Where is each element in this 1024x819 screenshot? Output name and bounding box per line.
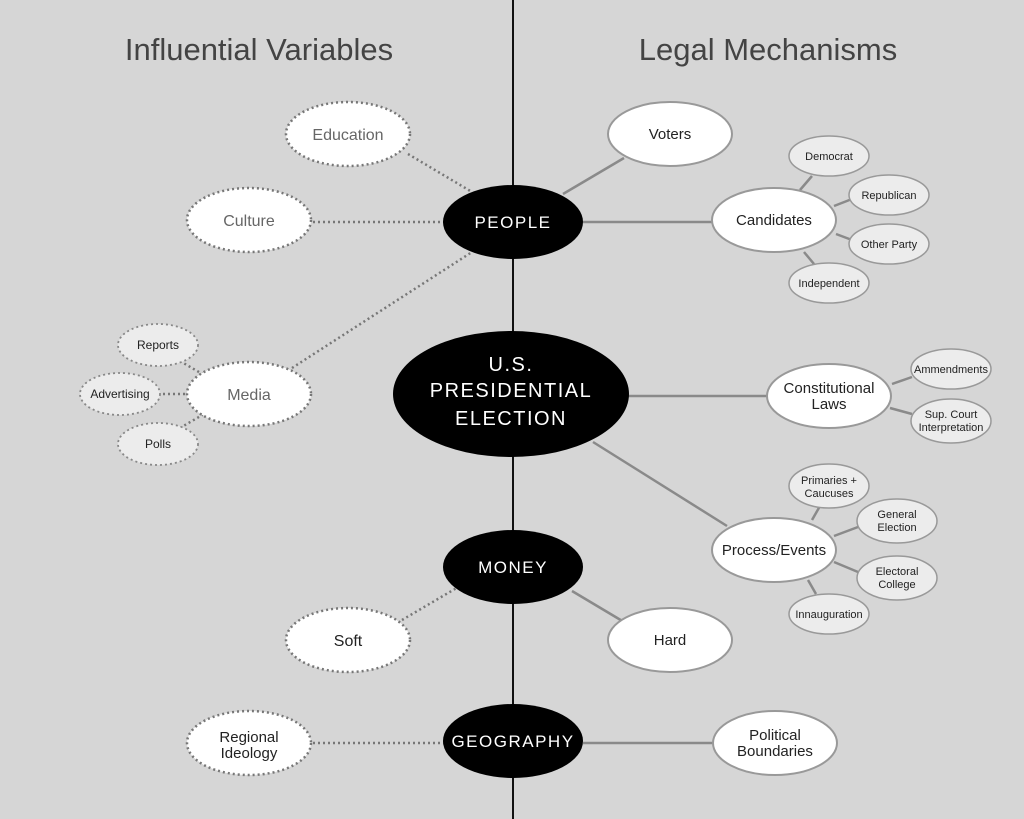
node-constitutional-laws-line-1: Constitutional [784,380,875,397]
node-democrat: Democrat [788,135,870,177]
node-sup-court-line-1: Sup. Court [925,409,978,421]
node-other-party: Other Party [848,223,930,265]
hub-people: PEOPLE [443,185,583,259]
connector-republican [833,197,853,208]
legal-mechanism-nodes: Voters Candidates Democrat Republican Ot… [607,101,992,776]
node-amendments: Ammendments [910,348,992,390]
node-primaries-line-1: Primaries + [801,475,857,487]
connector-voters [562,156,625,196]
node-general-election-line-1: General [877,509,916,521]
node-education: Education [284,100,412,168]
node-advertising-label: Advertising [90,387,149,401]
node-republican: Republican [848,174,930,216]
connector-electoral-college [833,560,859,574]
hub-center-line-3: ELECTION [455,408,567,430]
hub-nodes: U.S. PRESIDENTIAL ELECTION PEOPLE MONEY … [393,185,629,778]
node-advertising: Advertising [79,372,161,416]
node-soft: Soft [284,606,412,674]
node-process-events: Process/Events [711,517,837,583]
influential-variable-nodes: Education Culture Media Reports Advertis… [79,100,412,777]
hub-center-line-2: PRESIDENTIAL [430,380,592,402]
node-political-boundaries-line-1: Political [749,727,801,744]
node-electoral-college-line-1: Electoral [876,566,919,578]
connector-media [291,250,473,370]
node-polls: Polls [117,422,199,466]
node-independent: Independent [788,262,870,304]
node-hard-label: Hard [654,632,687,649]
node-political-boundaries: Political Boundaries [712,710,838,776]
node-independent-label: Independent [798,278,859,290]
node-general-election-line-2: Election [877,522,916,534]
hub-money: MONEY [443,530,583,604]
node-voters-label: Voters [649,126,692,143]
connector-inauguration [806,579,818,595]
node-hard: Hard [607,607,733,673]
connector-general-election [833,525,859,538]
node-media: Media [185,360,313,428]
node-other-party-label: Other Party [861,239,918,251]
title-legal-mechanisms: Legal Mechanisms [639,32,897,67]
node-regional-ideology: Regional Ideology [185,709,313,777]
connector-sup-court [889,406,913,416]
hub-geography: GEOGRAPHY [443,704,583,778]
node-political-boundaries-line-2: Boundaries [737,743,813,760]
node-reports: Reports [117,323,199,367]
node-general-election: General Election [856,498,938,544]
node-reports-label: Reports [137,338,179,352]
node-candidates: Candidates [711,187,837,253]
node-regional-ideology-line-2: Ideology [221,745,278,762]
hub-center-line-1: U.S. [489,354,534,376]
node-candidates-label: Candidates [736,212,812,229]
node-education-label: Education [312,127,383,144]
node-regional-ideology-line-1: Regional [219,729,278,746]
node-sup-court: Sup. Court Interpretation [910,398,992,444]
node-sup-court-line-2: Interpretation [919,422,984,434]
connector-democrat [799,175,813,191]
node-primaries-caucuses: Primaries + Caucuses [788,463,870,509]
node-amendments-label: Ammendments [914,364,988,376]
node-polls-label: Polls [145,437,171,451]
node-process-events-label: Process/Events [722,542,826,559]
node-primaries-line-2: Caucuses [805,488,854,500]
connector-other-party [835,232,853,242]
node-culture: Culture [185,186,313,254]
connector-soft [401,584,461,622]
node-media-label: Media [227,387,271,404]
connector-process-events [592,440,728,528]
connector-independent [803,251,815,265]
node-soft-label: Soft [334,633,363,650]
hub-money-label: MONEY [478,558,548,577]
title-influential-variables: Influential Variables [125,32,393,67]
node-electoral-college: Electoral College [856,555,938,601]
node-inauguration: Innauguration [788,593,870,635]
connectors [158,0,913,819]
node-voters: Voters [607,101,733,167]
connector-primaries [810,505,822,521]
hub-center-election: U.S. PRESIDENTIAL ELECTION [393,331,629,457]
hub-people-label: PEOPLE [474,213,551,232]
node-republican-label: Republican [861,190,916,202]
node-constitutional-laws-line-2: Laws [811,396,846,413]
node-constitutional-laws: Constitutional Laws [766,363,892,429]
node-inauguration-label: Innauguration [795,609,862,621]
hub-geography-label: GEOGRAPHY [451,732,574,751]
node-culture-label: Culture [223,213,275,230]
connector-hard [571,589,625,624]
node-democrat-label: Democrat [805,151,853,163]
connector-amendments [891,375,913,386]
node-electoral-college-line-2: College [878,579,915,591]
